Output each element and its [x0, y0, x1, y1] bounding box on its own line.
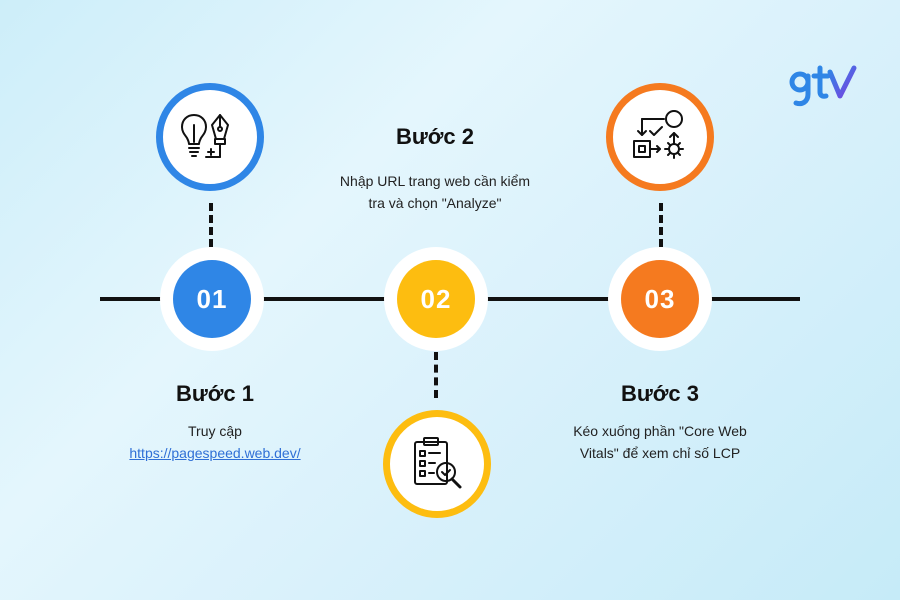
step-3-number: 03	[621, 260, 699, 338]
step-2-number: 02	[397, 260, 475, 338]
step-1-desc-text: Truy cập	[188, 423, 242, 439]
connector-step-2	[434, 352, 438, 398]
lightbulb-pen-icon	[181, 114, 229, 158]
step-2-node: 02	[384, 247, 488, 351]
step-3-description: Kéo xuống phần "Core Web Vitals" để xem …	[535, 420, 785, 464]
step-3-desc-line-2: Vitals" để xem chỉ số LCP	[579, 445, 741, 461]
pagespeed-link[interactable]: https://pagespeed.web.dev/	[129, 445, 301, 461]
step-3-title: Bước 3	[620, 381, 700, 406]
step-3-icon-ring	[606, 83, 714, 191]
step-3-desc-line-1: Kéo xuống phần "Core Web	[573, 423, 747, 439]
checklist-search-icon	[414, 437, 462, 489]
step-2-title: Bước 2	[395, 124, 475, 149]
step-1-node: 01	[160, 247, 264, 351]
process-flow-icon	[633, 110, 684, 159]
step-1-icon-ring	[156, 83, 264, 191]
gtv-logo-icon	[789, 65, 857, 107]
step-2-desc-line-1: Nhập URL trang web cần kiểm	[339, 173, 531, 189]
step-1-description: Truy cập https://pagespeed.web.dev/	[90, 420, 340, 464]
step-3-node: 03	[608, 247, 712, 351]
connector-step-3	[659, 203, 663, 247]
step-2-desc-line-2: tra và chọn "Analyze"	[368, 195, 502, 211]
step-2-icon-ring	[383, 410, 491, 518]
step-1-number: 01	[173, 260, 251, 338]
step-2-description: Nhập URL trang web cần kiểm tra và chọn …	[310, 170, 560, 214]
step-1-title: Bước 1	[175, 381, 255, 406]
connector-step-1	[209, 203, 213, 247]
gtv-logo	[788, 62, 864, 115]
